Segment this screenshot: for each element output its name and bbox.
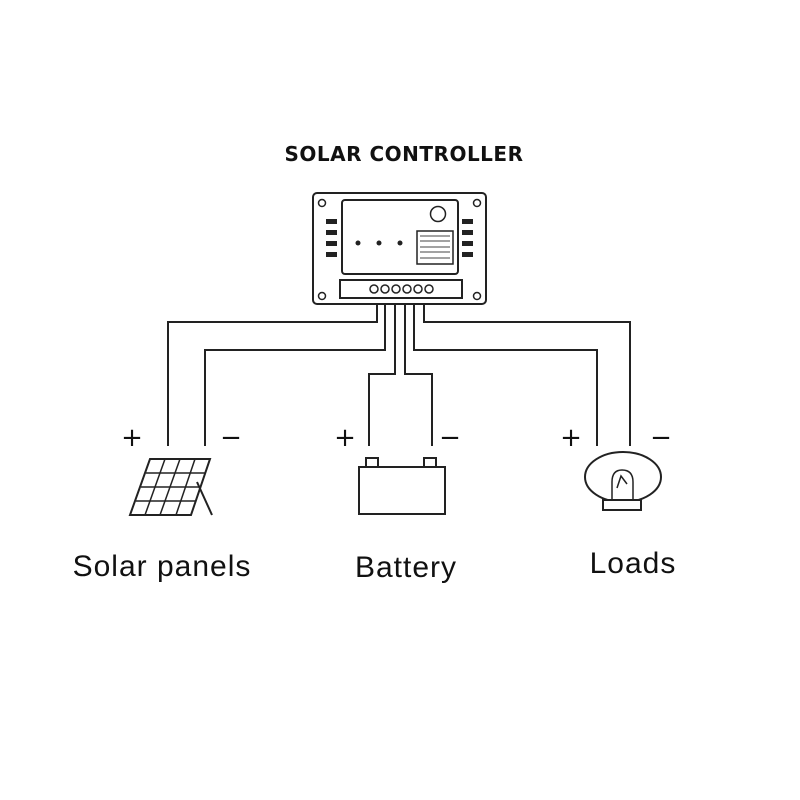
led-icon: [355, 240, 361, 246]
loads-plus-sign: +: [560, 423, 582, 453]
solar-panel-icon: [128, 458, 213, 516]
solar-panels-minus-sign: −: [220, 423, 242, 453]
light-bulb-icon: [584, 451, 662, 511]
terminal-screws: [369, 284, 434, 294]
solar-panels-label: Solar panels: [73, 550, 252, 583]
led-icon: [376, 240, 382, 246]
loads-label: Loads: [590, 547, 677, 580]
battery-icon: [358, 457, 446, 515]
loads-component: + − Loads: [560, 423, 677, 580]
solar-panels-component: + − Solar panels: [73, 423, 252, 583]
solar-controller-unit: [312, 192, 487, 305]
solar-panels-plus-sign: +: [121, 423, 143, 453]
battery-label: Battery: [355, 551, 457, 584]
loads-minus-sign: −: [650, 423, 672, 453]
battery-minus-sign: −: [439, 423, 461, 453]
wiring: [167, 305, 631, 446]
diagram-title: SOLAR CONTROLLER: [284, 142, 523, 166]
battery-plus-sign: +: [334, 423, 356, 453]
led-icon: [397, 240, 403, 246]
battery-component: + − Battery: [334, 423, 461, 584]
